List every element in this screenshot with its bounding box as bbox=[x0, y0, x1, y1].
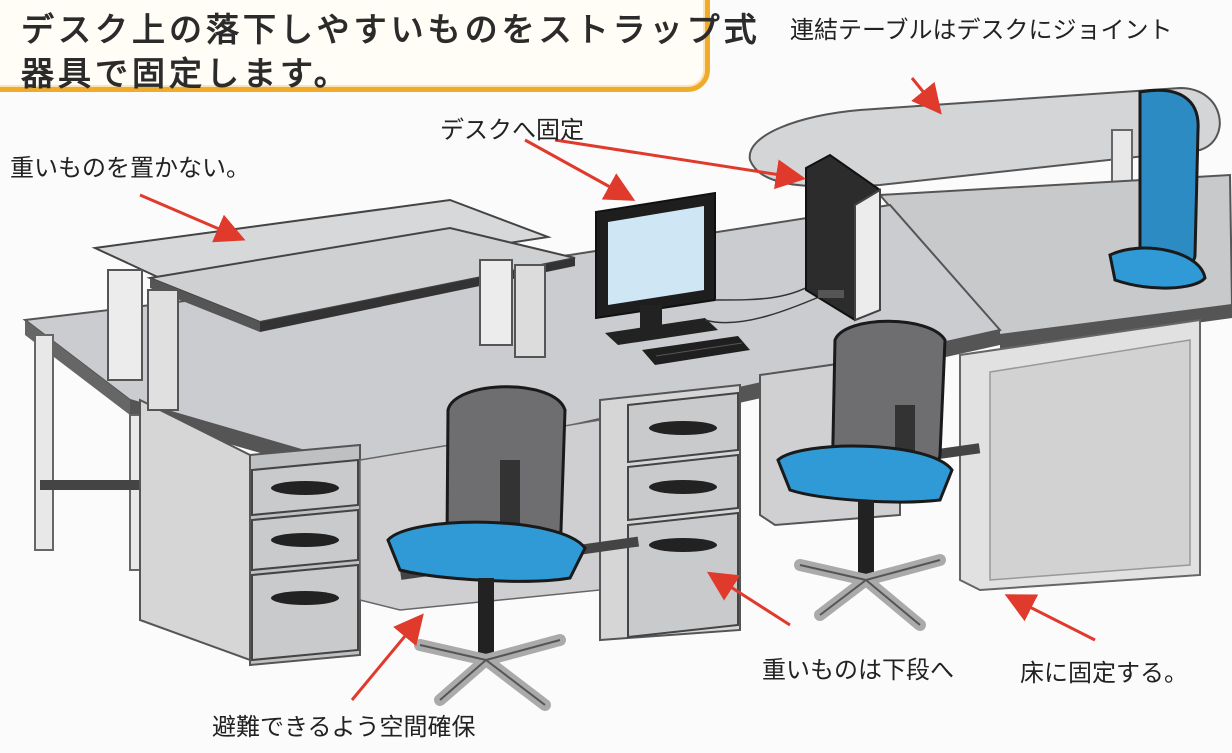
monitor bbox=[595, 191, 718, 345]
chair-left bbox=[386, 385, 587, 711]
arrow-monitor bbox=[524, 138, 636, 201]
label-fix-desk: デスクへ固定 bbox=[440, 116, 584, 144]
label-evac-space: 避難できるよう空間確保 bbox=[212, 713, 476, 741]
keyboard bbox=[642, 336, 750, 365]
overshelf bbox=[91, 198, 576, 411]
arrow-floor-fix bbox=[1004, 594, 1096, 642]
arrow-evac bbox=[350, 613, 424, 701]
chair-center bbox=[776, 319, 954, 631]
callout-line-2: 器具で固定します。 bbox=[21, 54, 351, 93]
center-drawers bbox=[627, 391, 739, 639]
callout-box: デスク上の落下しやすいものをストラップ式 器具で固定します。 bbox=[0, 0, 757, 93]
annotation-arrows bbox=[139, 77, 1096, 701]
arrow-no-heavy bbox=[139, 193, 246, 243]
arrow-joint bbox=[910, 77, 942, 115]
callout-line-1: デスク上の落下しやすいものをストラップ式 bbox=[21, 10, 761, 49]
label-floor-fix: 床に固定する。 bbox=[1020, 659, 1188, 687]
arrow-tower bbox=[554, 138, 806, 190]
left-drawers bbox=[251, 458, 359, 662]
chair-right-back bbox=[1108, 88, 1207, 290]
label-no-heavy: 重いものを置かない。 bbox=[10, 154, 250, 182]
label-joint: 連結テーブルはデスクにジョイント bbox=[790, 16, 1173, 44]
label-heavy-lower: 重いものは下段へ bbox=[762, 656, 954, 684]
arrow-heavy-lower bbox=[706, 571, 791, 627]
pc-tower bbox=[805, 153, 881, 322]
main-desks bbox=[22, 203, 1002, 667]
